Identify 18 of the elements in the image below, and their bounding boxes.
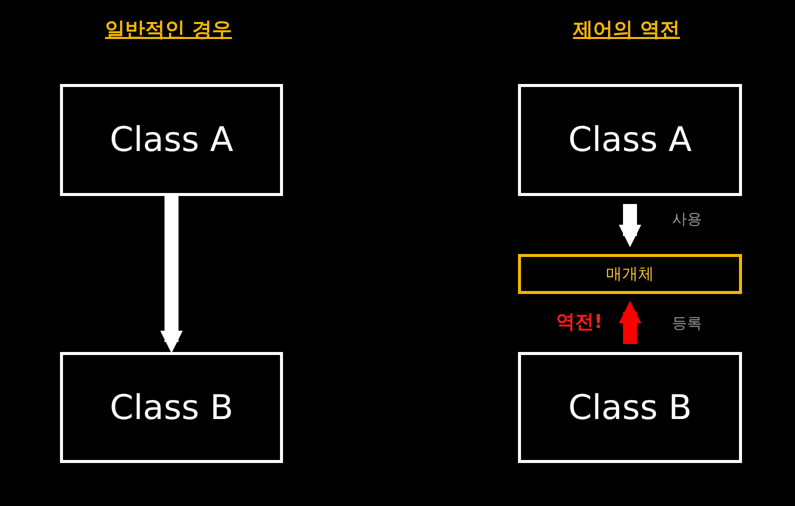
class-box <box>518 84 742 196</box>
node-label: Class A <box>110 120 234 160</box>
class-box <box>60 84 283 196</box>
node-label: Class B <box>568 388 692 428</box>
edge-label: 사용 <box>672 210 702 229</box>
arrow <box>618 204 642 248</box>
node-label: Class B <box>110 388 234 428</box>
node-label: Class A <box>568 120 692 160</box>
arrow <box>618 300 642 344</box>
inversion-note: 역전! <box>556 310 603 335</box>
node-label: 매개체 <box>606 264 654 284</box>
section-title: 일반적인 경우 <box>105 16 232 43</box>
edge-label: 등록 <box>672 314 702 333</box>
section-title: 제어의 역전 <box>573 16 680 43</box>
class-box <box>518 352 742 463</box>
class-box <box>60 352 283 463</box>
arrow <box>160 196 183 354</box>
mediator-box <box>518 254 742 294</box>
